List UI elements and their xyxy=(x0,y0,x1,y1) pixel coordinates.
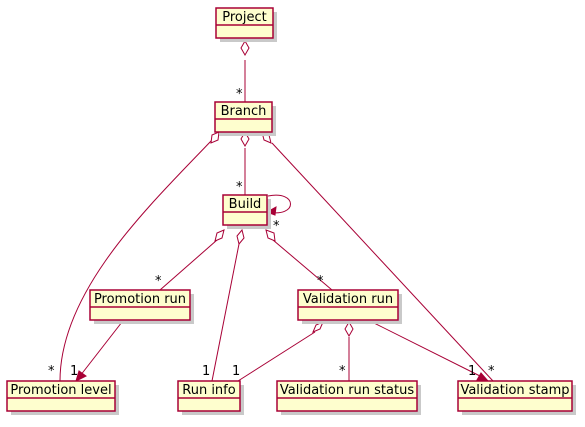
edge-validation-run-validation-stamp xyxy=(371,321,483,378)
mult-project-branch: * xyxy=(236,87,243,102)
mult-build-promotion-run: * xyxy=(155,274,162,289)
class-validation-stamp-name: Validation stamp xyxy=(460,383,569,398)
mult-branch-validation-stamp: * xyxy=(488,364,495,379)
mult-build-self: * xyxy=(273,219,280,234)
class-project-name: Project xyxy=(222,10,266,25)
mult-validation-run-stamp: 1 xyxy=(468,364,476,379)
class-promotion-run-name: Promotion run xyxy=(94,292,186,307)
edge-promotion-run-promotion-level xyxy=(79,321,123,377)
class-validation-run-status-name: Validation run status xyxy=(280,383,414,398)
mult-validation-run-status: * xyxy=(339,364,346,379)
class-run-info: Run info xyxy=(177,380,244,415)
class-promotion-level: Promotion level xyxy=(6,380,119,415)
class-build-name: Build xyxy=(229,197,262,212)
class-validation-stamp: Validation stamp xyxy=(457,380,576,415)
aggregation-diamond-build-validation-run xyxy=(265,229,276,242)
mult-promotion-run-level: 1 xyxy=(70,364,78,379)
class-promotion-level-name: Promotion level xyxy=(10,383,111,398)
class-validation-run-name: Validation run xyxy=(303,292,393,307)
edge-branch-validation-stamp xyxy=(271,142,494,382)
class-build: Build xyxy=(222,194,271,229)
aggregation-diamond-branch-promotion-level xyxy=(210,131,220,144)
aggregation-diamond-build-run-info xyxy=(236,228,245,246)
class-branch: Branch xyxy=(214,101,276,136)
mult-build-run-info: 1 xyxy=(202,364,210,379)
class-promotion-run: Promotion run xyxy=(89,289,194,324)
edge-build-validation-run xyxy=(272,239,333,291)
arrowhead-promotion-level xyxy=(75,370,87,382)
edge-build-promotion-run xyxy=(159,239,218,291)
class-validation-run: Validation run xyxy=(297,289,402,324)
class-validation-run-status: Validation run status xyxy=(276,380,421,415)
edge-branch-promotion-level xyxy=(59,139,213,382)
aggregation-diamond-build-promotion-run xyxy=(214,229,225,242)
edge-validation-run-run-info xyxy=(237,331,316,382)
class-branch-name: Branch xyxy=(221,104,267,119)
class-project: Project xyxy=(215,7,277,42)
class-run-info-name: Run info xyxy=(182,383,235,398)
mult-branch-build: * xyxy=(236,180,243,195)
edge-build-self xyxy=(267,194,291,214)
aggregation-diamond-validation-run-status xyxy=(344,320,354,338)
mult-build-validation-run: * xyxy=(317,274,324,289)
edge-build-run-info xyxy=(211,243,240,382)
mult-validation-run-info: 1 xyxy=(232,364,240,379)
mult-branch-promotion-level: * xyxy=(48,364,55,379)
aggregation-diamond-project xyxy=(240,39,250,57)
